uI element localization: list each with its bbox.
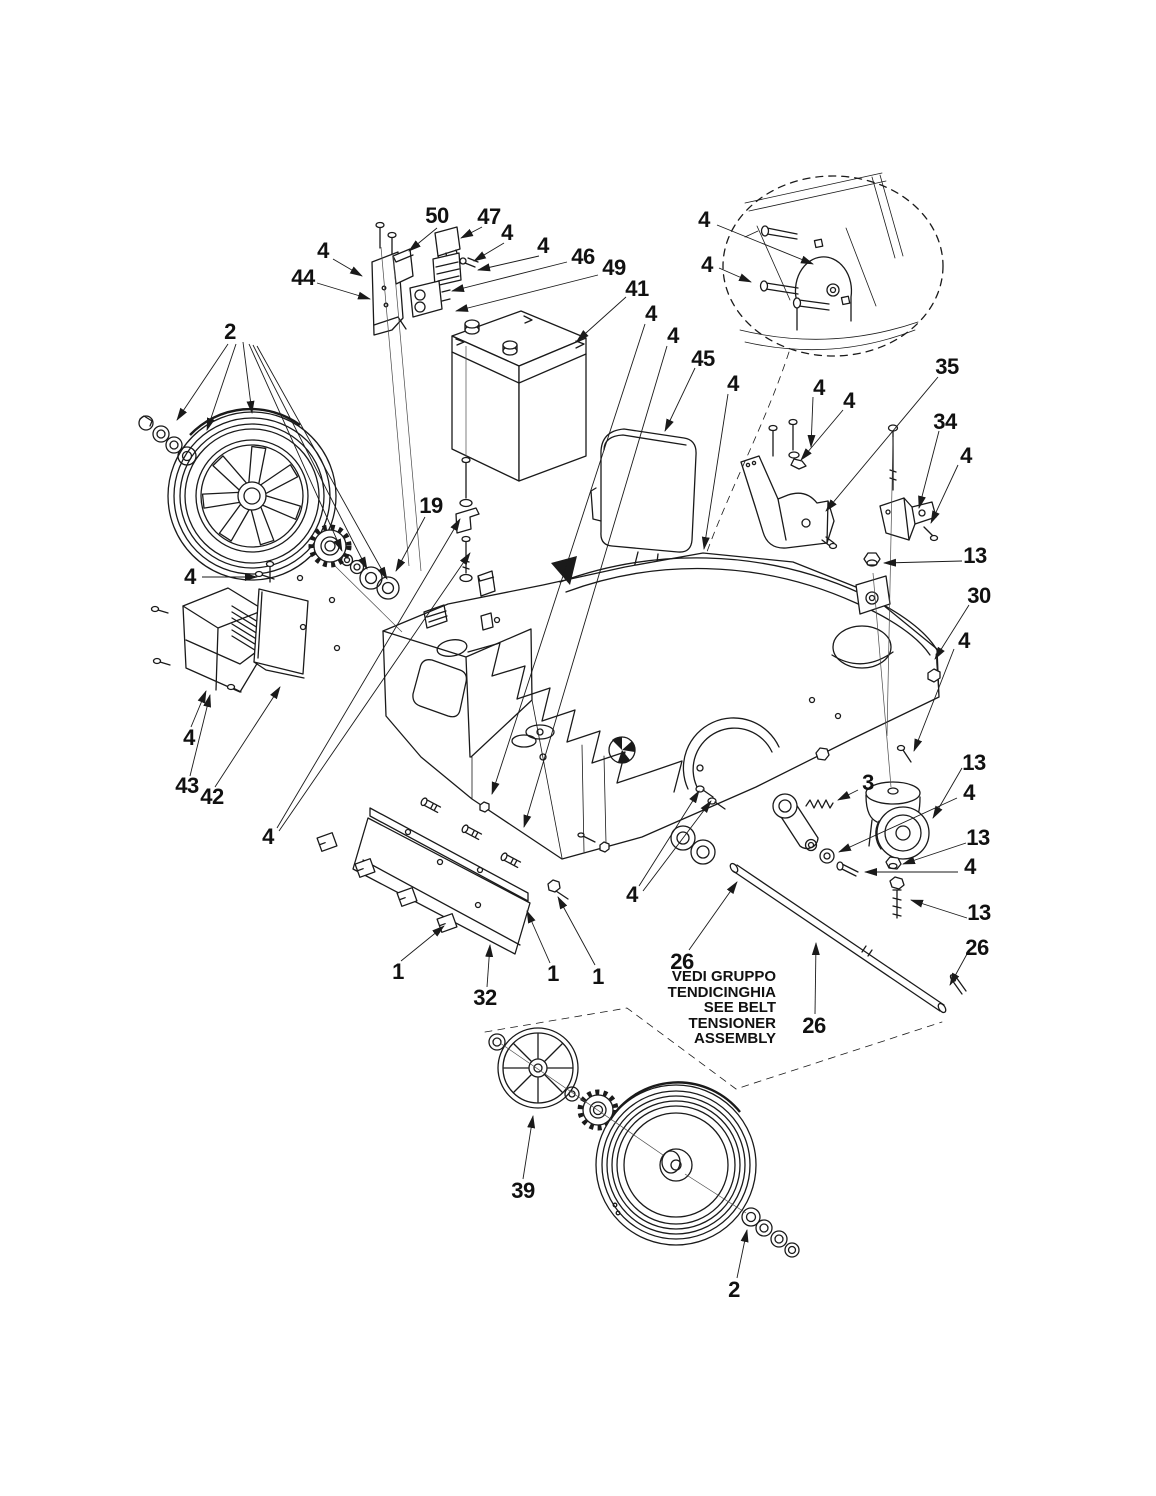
nut-13-top [863,552,881,567]
fan-pulley-39 [488,1027,579,1109]
spring-3 [805,799,834,809]
note-line: TENDICINGHIA [667,983,776,1001]
projection-lines [334,246,894,1214]
panel-45 [590,428,697,572]
left-wheel-drawing [167,407,337,581]
tensioner-pointer-dashes [484,1007,943,1090]
bracket-34 [879,424,939,542]
latch-30 [927,668,941,683]
inset-detail-circle [703,172,944,561]
chassis-drawing [382,552,940,860]
blade-and-plate-32 [316,797,610,955]
note-line: VEDI GRUPPO [671,968,776,985]
sprocket-and-bearings [308,524,400,600]
battery-drawing [451,310,587,482]
relay-bracket-cluster [371,221,479,336]
rear-wheel-drawing [595,1081,800,1258]
connector-49 [409,280,443,318]
note-line: SEE BELT [703,999,776,1016]
note-line: TENSIONER [688,1014,776,1032]
caster-assembly [670,668,941,919]
center-hardware-column [455,456,501,631]
left-wheel-hardware [138,415,197,466]
relay-47 [434,226,461,257]
relay-50 [392,248,414,285]
bracket-35 [740,418,838,550]
controller-43 [150,587,265,693]
note-line: ASSEMBLY [694,1030,776,1047]
callout-leader-lines [176,224,970,1279]
